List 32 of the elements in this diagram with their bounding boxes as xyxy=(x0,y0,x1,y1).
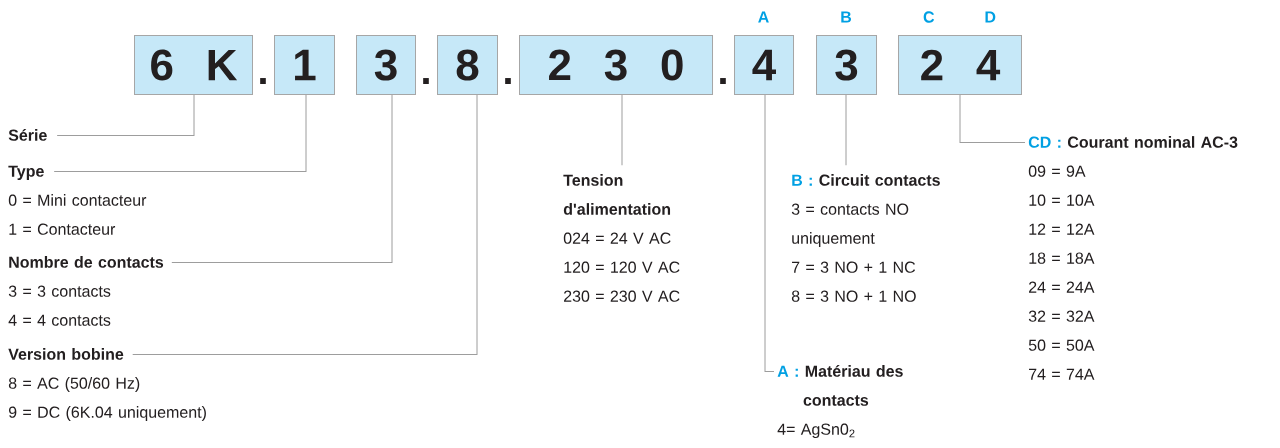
code-box: 8 xyxy=(437,35,498,95)
leader-line xyxy=(764,94,775,372)
field-description: Version bobine 8 = AC (50/60 Hz) 9 = DC (6K.04 uniquement) xyxy=(8,348,206,422)
code-box: 4 xyxy=(734,35,794,95)
leader-line xyxy=(171,94,393,263)
position-letter: B xyxy=(841,11,852,23)
separator-dot: . xyxy=(423,78,429,84)
position-letter: A xyxy=(758,11,769,23)
field-description: Type 0 = Mini contacteur 1 = Contacteur xyxy=(8,165,147,235)
field-description: Série xyxy=(8,128,47,141)
code-box: 1 xyxy=(274,35,335,95)
leader-line xyxy=(53,94,307,172)
field-description: Nombre de contacts 3 = 3 contacts 4 = 4 contacts xyxy=(8,256,164,326)
code-box: 6 K xyxy=(134,35,253,95)
separator-dot: . xyxy=(720,78,726,84)
leader-line xyxy=(959,94,1026,143)
field-description: Tension d'alimentation 024 = 24 V AC 120 = 120 V AC 230 = 230 V AC xyxy=(563,174,680,302)
code-box: 3 xyxy=(816,35,877,95)
separator-dot: . xyxy=(260,78,266,84)
code-box: 2 3 0 xyxy=(519,35,713,95)
code-box: 2 4 xyxy=(898,35,1022,95)
field-description: A : Matériau des contacts 4= AgSn0$_{2}$ xyxy=(777,364,903,439)
field-description: CD : Courant nominal AC-3 09 = 9A 10 = 10A 12 = 12A 18 = 18A 24 = 24A 32 = 32A 50 = 50A 74 = 74A xyxy=(1028,136,1238,380)
position-letter: C xyxy=(923,11,935,23)
leader-line xyxy=(845,94,847,166)
field-description: B : Circuit contacts 3 = contacts NO uniquement 7 = 3 NO + 1 NC 8 = 3 NO + 1 NO xyxy=(791,174,940,302)
position-letter: D xyxy=(985,11,996,23)
leader-line xyxy=(621,94,623,166)
leader-line xyxy=(56,94,195,136)
separator-dot: . xyxy=(505,78,511,84)
code-box: 3 xyxy=(356,35,416,95)
leader-line xyxy=(132,94,478,355)
